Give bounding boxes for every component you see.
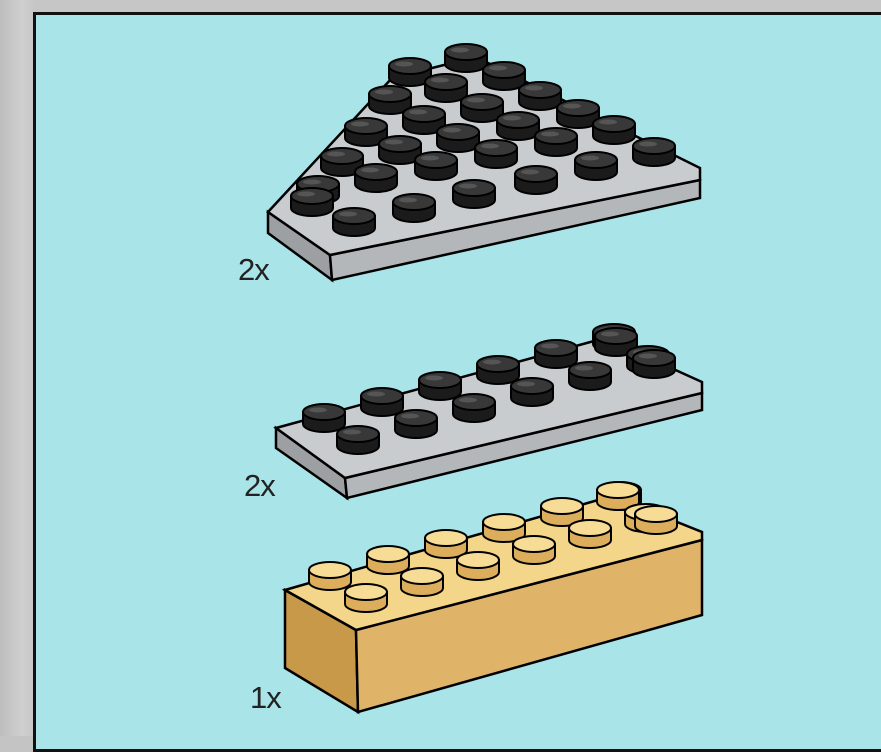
stud — [633, 350, 675, 378]
stud — [425, 530, 467, 558]
stud — [483, 62, 525, 90]
stud — [519, 82, 561, 110]
stud — [309, 562, 351, 590]
stud — [303, 404, 345, 432]
stud — [535, 128, 577, 156]
brick-quantity: 1x — [250, 680, 281, 716]
wedge-plate-part — [268, 44, 700, 280]
stud — [633, 138, 675, 166]
stud — [367, 546, 409, 574]
stud — [401, 568, 443, 596]
stud — [445, 44, 487, 72]
stud — [593, 116, 635, 144]
stud — [515, 166, 557, 194]
stud — [345, 584, 387, 612]
parts-illustration — [0, 0, 881, 736]
stud — [419, 372, 461, 400]
stud — [333, 208, 375, 236]
stud — [575, 152, 617, 180]
stud — [415, 152, 457, 180]
stud — [355, 164, 397, 192]
wedge-plate-quantity: 2x — [238, 252, 269, 288]
stud — [457, 552, 499, 580]
stud — [497, 112, 539, 140]
stud — [477, 356, 519, 384]
screen-background: 2x 2x 1x — [0, 0, 881, 736]
stud — [513, 536, 555, 564]
plate-2x8-part — [276, 324, 702, 498]
stud — [535, 340, 577, 368]
stud — [437, 124, 479, 152]
stud — [635, 506, 677, 534]
stud — [511, 378, 553, 406]
stud — [425, 74, 467, 102]
plate-quantity: 2x — [244, 468, 275, 504]
stud — [393, 194, 435, 222]
stud — [453, 394, 495, 422]
stud — [569, 362, 611, 390]
stud — [453, 180, 495, 208]
stud — [291, 188, 333, 216]
stud — [475, 140, 517, 168]
stud — [569, 520, 611, 548]
brick-2x8-part — [285, 482, 702, 712]
stud — [395, 410, 437, 438]
stud — [361, 388, 403, 416]
stud — [337, 426, 379, 454]
